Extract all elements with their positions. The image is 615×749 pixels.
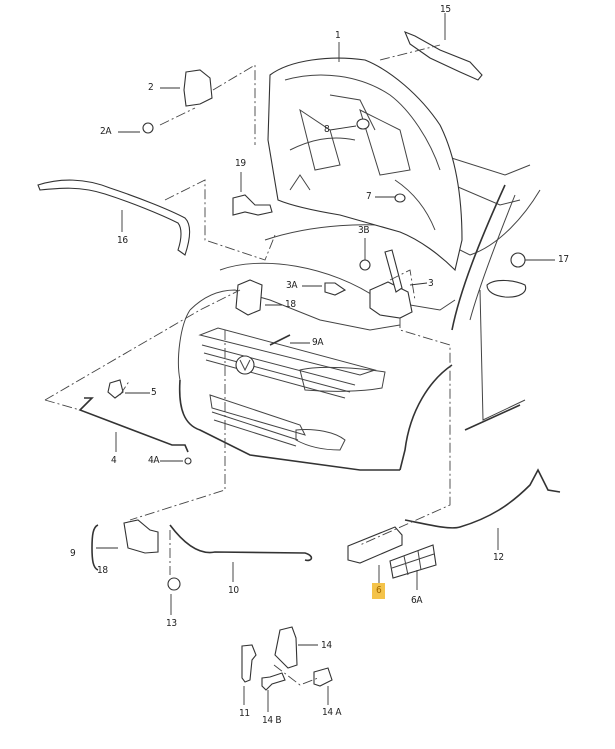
label-9[interactable]: 9 [70,548,76,559]
seal-part-15 [403,31,483,81]
label-18-lower[interactable]: 18 [97,565,108,576]
car-body [177,147,541,471]
striker-part-2 [183,69,213,107]
label-11[interactable]: 11 [239,708,250,719]
expanding-nut-part-17 [510,252,526,268]
lock-part-3 [369,281,413,319]
bracket-part-18 [235,279,263,316]
release-handle-part-6 [347,526,403,564]
bolt-part-2a [142,122,154,134]
label-14a[interactable]: 14 A [322,707,342,718]
label-14b[interactable]: 14 B [262,715,282,726]
label-6a[interactable]: 6A [411,595,423,606]
label-7[interactable]: 7 [366,191,372,202]
seal-part-16 [37,179,191,256]
assembly-lines [44,44,451,686]
label-12[interactable]: 12 [493,552,504,563]
label-3b[interactable]: 3B [358,225,370,236]
label-17[interactable]: 17 [558,254,569,265]
label-4[interactable]: 4 [111,455,117,466]
bracket-part-19 [232,194,273,216]
label-8[interactable]: 8 [324,124,330,135]
leader-lines [91,13,555,712]
label-3a[interactable]: 3A [286,280,298,291]
lever-part-11 [241,644,257,683]
screw-part-14b [261,672,286,691]
label-1[interactable]: 1 [335,30,341,41]
cable-part-10 [169,524,313,562]
bolt-part-3a [324,282,347,296]
label-14[interactable]: 14 [321,640,332,651]
bolt-part-9a [269,334,291,346]
nut-part-3b [359,259,371,271]
hood-part-1 [267,57,463,272]
label-3[interactable]: 3 [428,278,434,289]
label-9a[interactable]: 9A [312,337,324,348]
label-5[interactable]: 5 [151,387,157,398]
label-10[interactable]: 10 [228,585,239,596]
label-4a[interactable]: 4A [148,455,160,466]
bracket-part-14 [274,626,298,669]
label-13[interactable]: 13 [166,618,177,629]
holder-part-5 [107,379,124,399]
label-6-highlighted[interactable]: 6 [372,583,386,599]
screw-part-13 [167,577,181,591]
cable-part-12 [404,468,561,529]
prop-rod-part-4 [78,397,189,453]
label-16[interactable]: 16 [117,235,128,246]
label-19[interactable]: 19 [235,158,246,169]
bracket-part-9 [123,519,159,554]
label-2a[interactable]: 2A [100,126,112,137]
expanding-nut-part-14a [313,667,333,687]
label-2[interactable]: 2 [148,82,154,93]
label-15[interactable]: 15 [440,4,451,15]
clip-part-4a [184,457,192,465]
label-18-upper[interactable]: 18 [285,299,296,310]
